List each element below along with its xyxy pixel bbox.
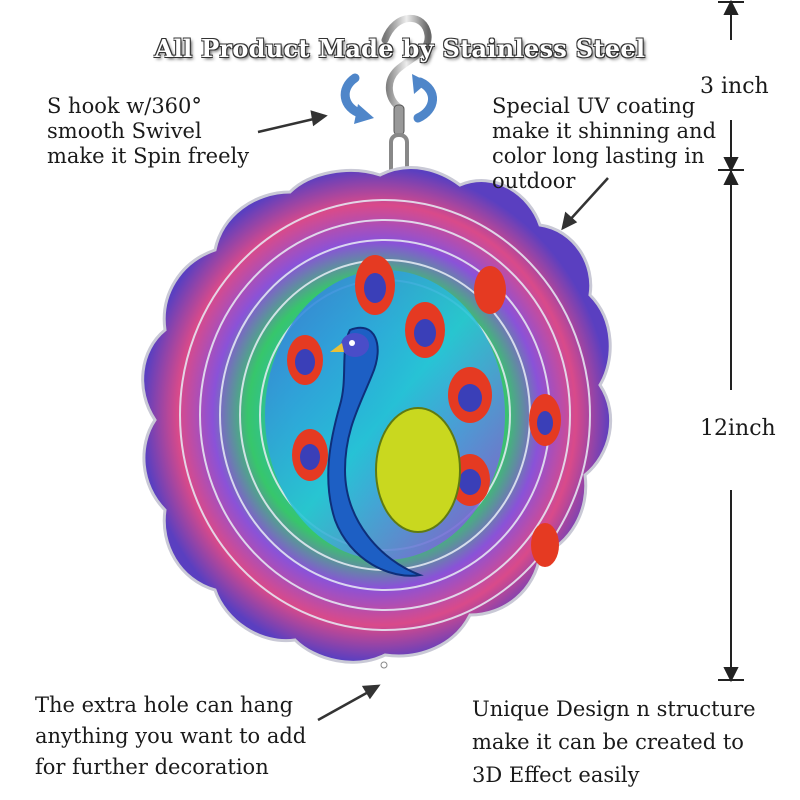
callout-design-line-2: make it can be created to	[472, 730, 744, 754]
callout-coating-line-2: make it shinning and	[492, 119, 717, 143]
callout-design: Unique Design n structure make it can be…	[472, 693, 756, 792]
rotation-arrows-icon	[340, 73, 437, 124]
callout-hole-line-3: for further decoration	[35, 755, 269, 779]
callout-coating-line-3: color long lasting in	[492, 144, 705, 168]
callout-coating-line-4: outdoor	[492, 169, 576, 193]
callout-design-line-1: Unique Design n structure	[472, 697, 756, 721]
callout-design-line-3: 3D Effect easily	[472, 763, 640, 787]
callout-coating: Special UV coating make it shinning and …	[492, 94, 716, 194]
callout-hole-line-2: anything you want to add	[35, 724, 307, 748]
peacock-body	[327, 326, 461, 577]
callout-hook-line-3: make it Spin freely	[47, 144, 250, 168]
page-title: All Product Made by Stainless Steel	[154, 34, 646, 63]
spinner-body	[141, 166, 613, 669]
extra-hole	[380, 661, 388, 669]
callout-hole: The extra hole can hang anything you wan…	[35, 690, 306, 783]
dimension-lines	[718, 0, 744, 683]
callout-hook-line-2: smooth Swivel	[47, 119, 202, 143]
peacock-feathers	[287, 255, 561, 567]
dimension-spinner-label: 12inch	[700, 416, 776, 441]
callout-coating-line-1: Special UV coating	[492, 94, 696, 118]
callout-arrows	[257, 110, 609, 722]
dimension-hook-label: 3 inch	[700, 74, 769, 99]
callout-hole-line-1: The extra hole can hang	[35, 693, 294, 717]
callout-hook: S hook w/360° smooth Swivel make it Spin…	[47, 94, 249, 169]
callout-hook-line-1: S hook w/360°	[47, 94, 202, 118]
